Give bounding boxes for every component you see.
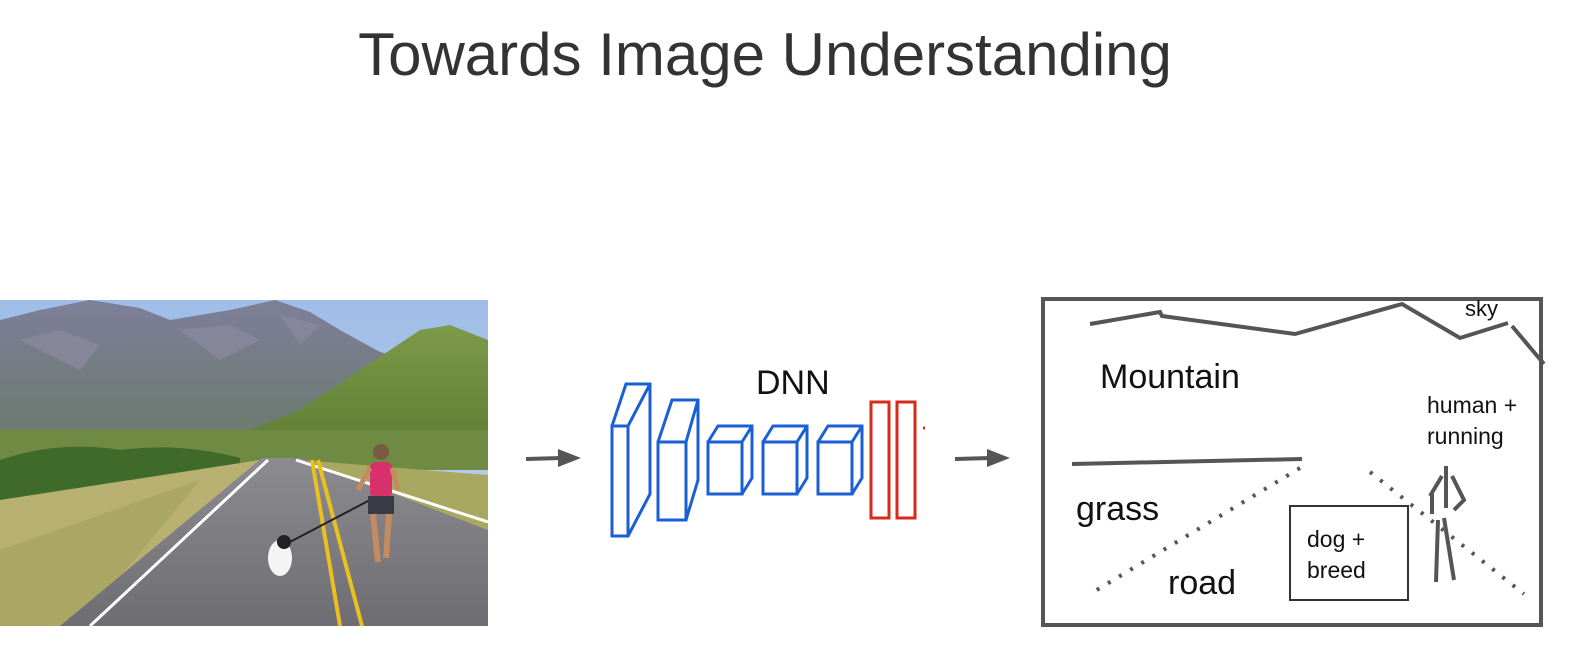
label-dog: dog + breed [1307, 526, 1366, 583]
arrow-icon [954, 449, 1010, 467]
label-human: human + running [1427, 392, 1518, 449]
road-edge-left [1088, 466, 1302, 596]
conv-layer-3 [706, 424, 754, 496]
input-photo [0, 300, 488, 626]
arrow-icon [525, 449, 581, 467]
human-stick-figure [1428, 466, 1467, 583]
dnn-label: DNN [756, 364, 830, 402]
conv-layer-5 [816, 424, 864, 496]
conv-layer-2 [656, 398, 700, 522]
conv-layer-1 [610, 382, 652, 538]
slide-title: Towards Image Understanding [358, 21, 1172, 88]
dnn-diagram: DNN [600, 360, 930, 555]
scene-frame [1041, 297, 1543, 627]
dog-box [1289, 505, 1409, 601]
mountain-skyline [1089, 301, 1509, 341]
fc-layers [869, 400, 925, 520]
label-sky: sky [1465, 296, 1498, 321]
label-mountain: Mountain [1100, 358, 1240, 396]
conv-layer-4 [761, 424, 809, 496]
label-road: road [1168, 564, 1237, 602]
label-grass: grass [1076, 490, 1160, 528]
scene-parse-box: sky Mountain human + running grass road … [1040, 296, 1546, 635]
horizon-line [1071, 457, 1303, 466]
